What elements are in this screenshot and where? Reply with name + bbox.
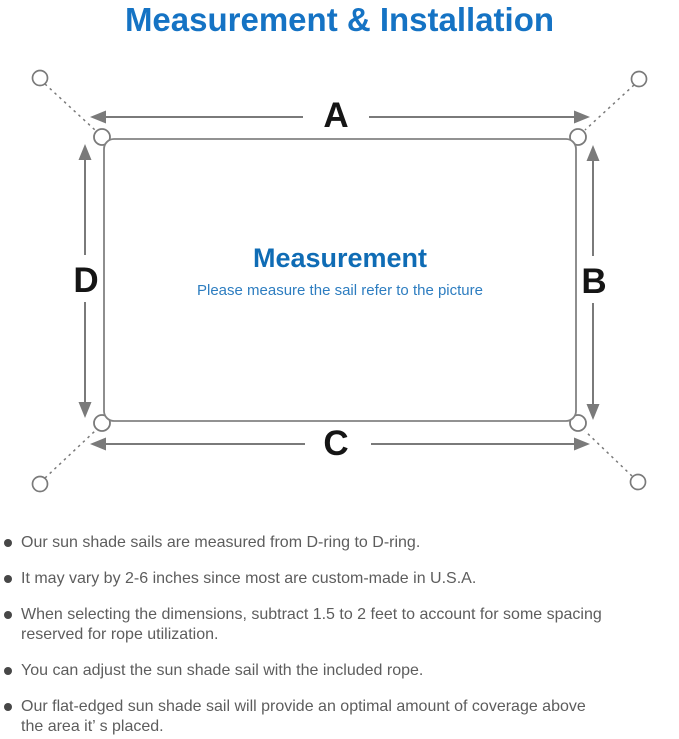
sail-outline	[103, 138, 577, 422]
diagram-subheading: Please measure the sail refer to the pic…	[197, 282, 483, 299]
measurement-diagram: A B C D Measurement Please measure the s…	[31, 69, 648, 493]
note-text: You can adjust the sun shade sail with t…	[21, 662, 424, 679]
dimension-label-d: D	[73, 261, 98, 300]
dimension-label-a: A	[323, 96, 348, 135]
rope-line-top-right	[584, 84, 635, 131]
note-text: It may vary by 2-6 inches since most are…	[21, 570, 477, 587]
note-text: Our flat-edged sun shade sail will provi…	[21, 698, 586, 735]
d-ring-icon-bottom-right	[569, 414, 587, 432]
dimension-arrows	[78, 110, 600, 451]
rope-line-bottom-right	[584, 430, 633, 477]
dimension-label-b: B	[581, 262, 606, 301]
dimension-label-c: C	[323, 424, 348, 463]
rope-line-top-left	[44, 83, 96, 131]
bullet-icon	[4, 703, 12, 711]
page-title: Measurement & Installation	[124, 1, 555, 38]
note-text: When selecting the dimensions, subtract …	[21, 606, 602, 643]
bullet-icon	[4, 539, 12, 547]
d-rings	[93, 128, 587, 432]
anchor-point-icon-bottom-right	[629, 473, 647, 491]
note-item: You can adjust the sun shade sail with t…	[4, 661, 672, 681]
note-item: When selecting the dimensions, subtract …	[4, 605, 672, 645]
rope-lines	[44, 83, 635, 479]
d-ring-icon-bottom-left	[93, 414, 111, 432]
instruction-notes: Our sun shade sails are measured from D-…	[4, 533, 672, 739]
bullet-icon	[4, 575, 12, 583]
anchor-point-icon-bottom-left	[31, 475, 49, 493]
diagram-heading: Measurement	[253, 243, 427, 273]
note-item: Our flat-edged sun shade sail will provi…	[4, 697, 672, 737]
note-text: Our sun shade sails are measured from D-…	[21, 534, 421, 551]
bullet-icon	[4, 611, 12, 619]
anchor-point-icon-top-left	[31, 69, 49, 87]
d-ring-icon-top-left	[93, 128, 111, 146]
bullet-icon	[4, 667, 12, 675]
d-ring-icon-top-right	[569, 128, 587, 146]
note-item: Our sun shade sails are measured from D-…	[4, 533, 672, 553]
anchor-points	[31, 69, 648, 493]
rope-line-bottom-left	[44, 430, 96, 479]
note-item: It may vary by 2-6 inches since most are…	[4, 569, 672, 589]
anchor-point-icon-top-right	[630, 70, 648, 88]
